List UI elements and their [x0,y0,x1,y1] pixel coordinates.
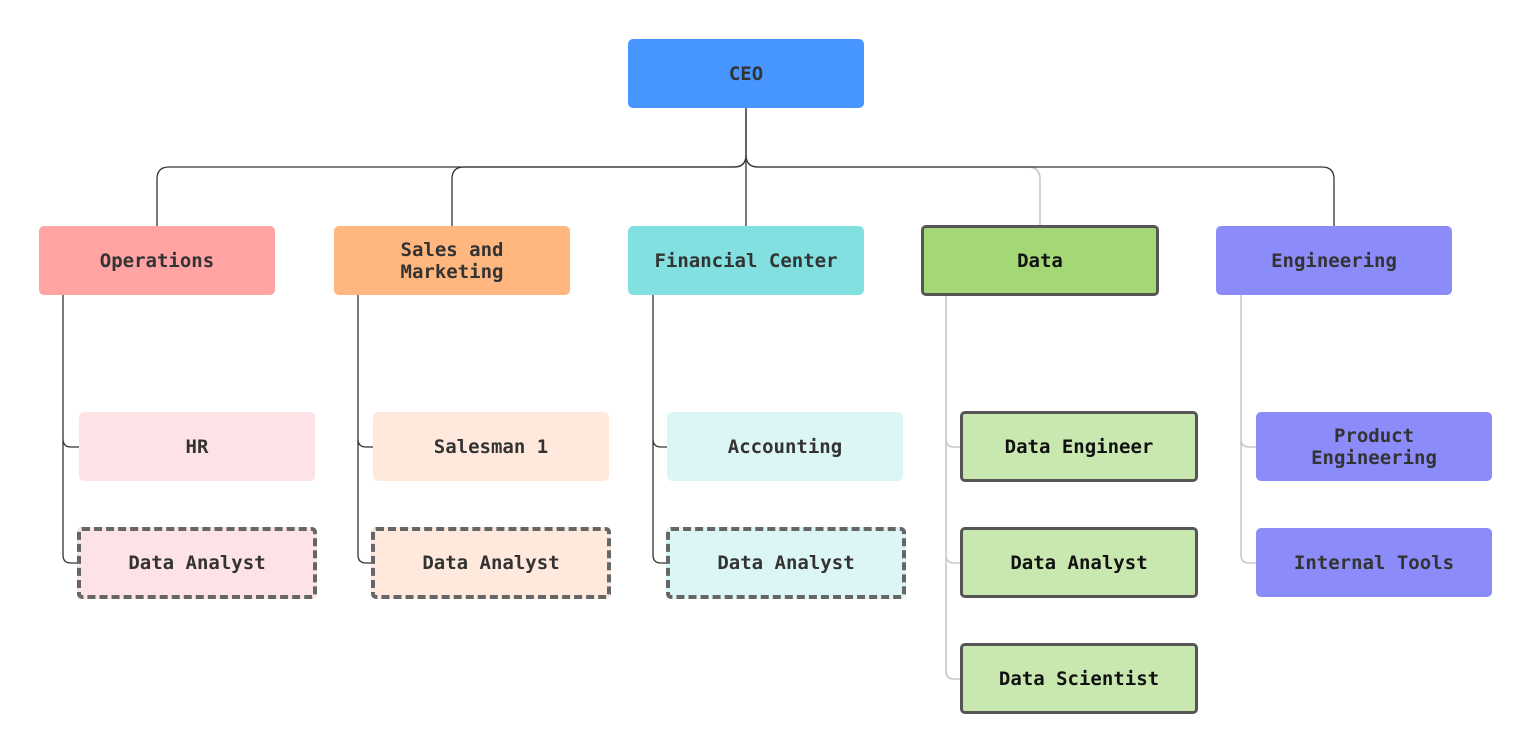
node-engineering: Engineering [1216,226,1452,295]
node-sales-data-analyst: Data Analyst [371,527,611,599]
node-accounting: Accounting [667,412,903,481]
connector-data-children [945,294,963,680]
node-ceo: CEO [628,39,864,108]
node-salesman-1: Salesman 1 [373,412,609,481]
connector-ceo-to-data [745,154,1041,226]
connector-engineering-children [1240,294,1258,564]
node-internal-tools: Internal Tools [1256,528,1492,597]
node-data-data-analyst: Data Analyst [960,527,1198,598]
node-data-scientist: Data Scientist [960,643,1198,714]
node-financial-center: Financial Center [628,226,864,295]
node-data: Data [921,225,1159,296]
node-hr: HR [79,412,315,481]
connector-financial-children [652,294,670,564]
node-sales-and-marketing: Sales and Marketing [334,226,570,295]
node-operations-data-analyst: Data Analyst [77,527,317,599]
node-operations: Operations [39,226,275,295]
node-financial-data-analyst: Data Analyst [666,527,906,599]
node-data-engineer: Data Engineer [960,411,1198,482]
node-product-engineering: Product Engineering [1256,412,1492,481]
connector-ceo-to-sales [451,154,747,226]
connector-ceo-to-engineering [745,154,1335,226]
connector-operations-children [62,294,80,564]
connector-sales-children [357,294,375,564]
